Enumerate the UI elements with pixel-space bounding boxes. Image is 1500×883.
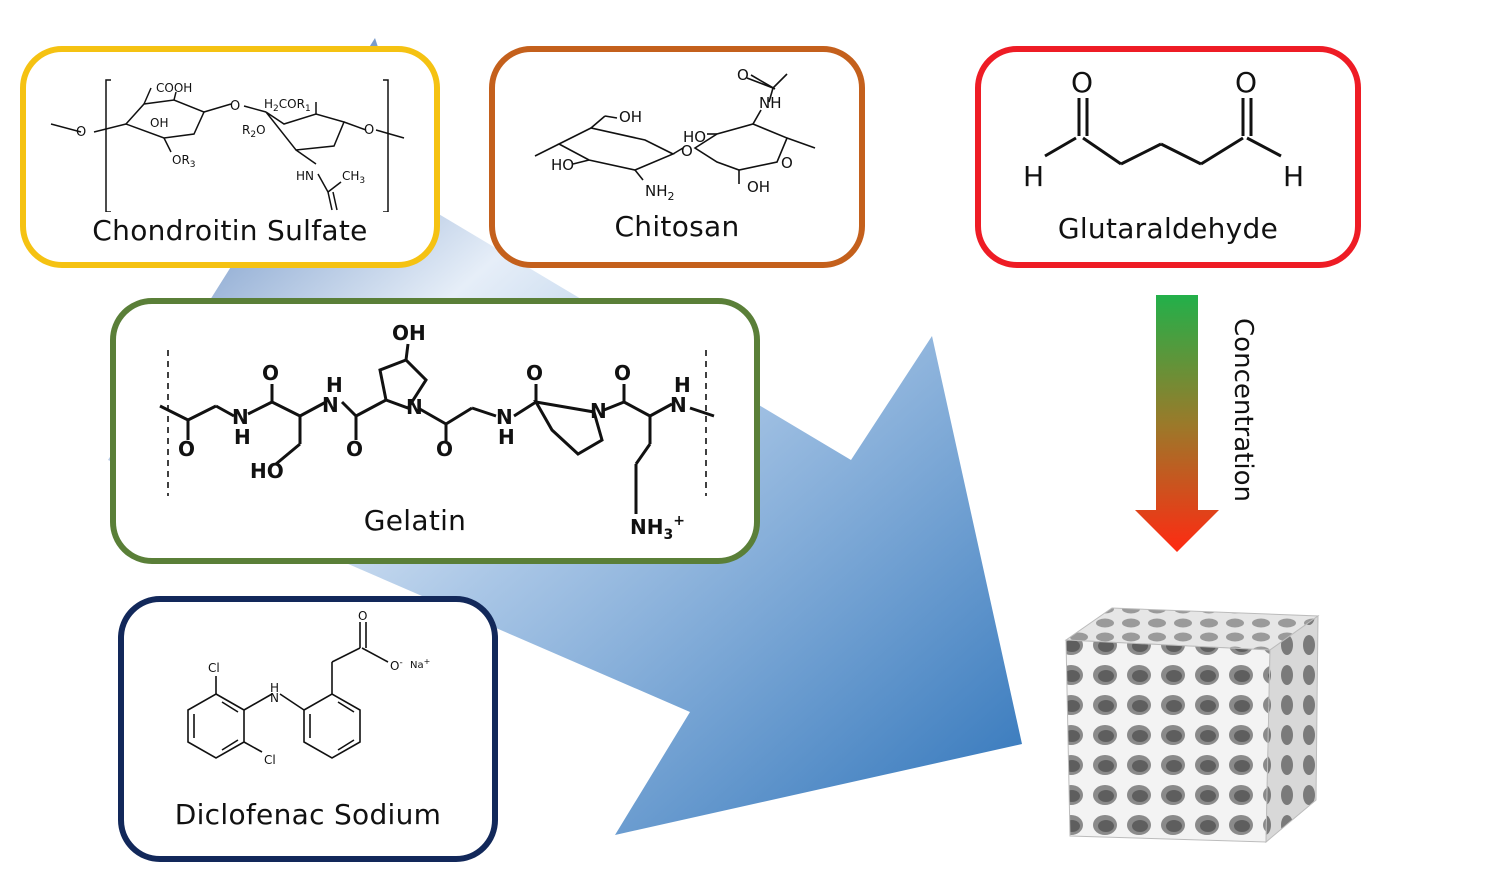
svg-text:NH: NH — [759, 94, 782, 112]
svg-text:H: H — [270, 681, 279, 695]
svg-text:H: H — [1283, 160, 1304, 193]
svg-text:NH2: NH2 — [645, 182, 675, 203]
svg-text:Cl: Cl — [208, 661, 220, 675]
svg-text:O: O — [681, 142, 693, 160]
svg-text:H: H — [1023, 160, 1044, 193]
svg-text:OH: OH — [619, 108, 642, 126]
gelatin-structure: OH O O O H N H N N N N H N H O O O HO NH… — [159, 321, 715, 543]
chondroitin-sulfate-label: Chondroitin Sulfate — [92, 214, 368, 247]
svg-text:n: n — [394, 210, 400, 212]
svg-text:O: O — [364, 123, 374, 138]
scaffold-front-face — [1065, 639, 1271, 843]
svg-text:O: O — [1235, 66, 1257, 99]
chondroitin-sulfate-box: O COOH OH OR3 O H2COR1 R2O O HN CH3 n Ch… — [20, 46, 440, 268]
diclofenac-sodium-box: Cl Cl H N O O- Na+ Diclofenac Sodium — [118, 596, 498, 862]
svg-text:COOH: COOH — [156, 81, 192, 95]
glutaraldehyde-structure: O O H H — [1023, 66, 1304, 193]
svg-text:HN: HN — [296, 169, 314, 183]
svg-text:HO: HO — [551, 156, 574, 174]
svg-text:N: N — [496, 405, 513, 429]
svg-text:O: O — [737, 66, 749, 84]
chitosan-label: Chitosan — [614, 210, 740, 243]
svg-text:H2COR1: H2COR1 — [264, 97, 311, 114]
glutaraldehyde-box: O O H H Glutaraldehyde — [975, 46, 1361, 268]
svg-text:N: N — [670, 393, 687, 417]
svg-text:H: H — [234, 425, 251, 449]
svg-text:O-: O- — [390, 658, 403, 673]
glutaraldehyde-label: Glutaraldehyde — [1057, 212, 1279, 245]
svg-text:N: N — [232, 405, 249, 429]
svg-text:O: O — [346, 437, 363, 461]
svg-text:O: O — [436, 437, 453, 461]
chitosan-structure: OH HO NH2 O HO NH O O OH — [534, 66, 816, 203]
svg-text:O: O — [526, 361, 543, 385]
svg-text:H: H — [674, 373, 691, 397]
svg-text:O: O — [76, 125, 86, 140]
svg-text:Na+: Na+ — [410, 657, 430, 671]
svg-text:N: N — [406, 395, 423, 419]
svg-text:NH3+: NH3+ — [630, 513, 685, 543]
gelatin-label: Gelatin — [363, 504, 467, 537]
svg-text:H: H — [326, 373, 343, 397]
svg-text:O: O — [358, 609, 367, 623]
svg-text:OH: OH — [392, 321, 426, 345]
svg-text:N: N — [322, 393, 339, 417]
svg-text:N: N — [590, 399, 607, 423]
svg-text:R2O: R2O — [242, 123, 266, 140]
svg-text:OH: OH — [747, 178, 770, 196]
svg-text:Cl: Cl — [264, 753, 276, 767]
svg-text:OR3: OR3 — [172, 153, 196, 170]
svg-text:O: O — [1071, 66, 1093, 99]
svg-text:O: O — [781, 154, 793, 172]
scaffold-side-face — [1265, 615, 1319, 844]
chitosan-box: OH HO NH2 O HO NH O O OH Chitosan — [489, 46, 865, 268]
svg-text:O: O — [614, 361, 631, 385]
svg-text:H: H — [498, 425, 515, 449]
svg-text:O: O — [262, 361, 279, 385]
svg-text:HO: HO — [683, 128, 706, 146]
svg-text:O: O — [230, 99, 240, 114]
svg-text:CH3: CH3 — [342, 169, 365, 186]
svg-text:OH: OH — [150, 116, 168, 130]
svg-text:N: N — [270, 691, 279, 705]
svg-text:O: O — [178, 437, 195, 461]
diclofenac-sodium-structure: Cl Cl H N O O- Na+ — [187, 609, 430, 767]
chondroitin-sulfate-structure: O COOH OH OR3 O H2COR1 R2O O HN CH3 n — [50, 79, 405, 212]
diclofenac-sodium-label: Diclofenac Sodium — [174, 798, 442, 831]
gelatin-box: OH O O O H N H N N N N H N H O O O HO NH… — [110, 298, 760, 564]
